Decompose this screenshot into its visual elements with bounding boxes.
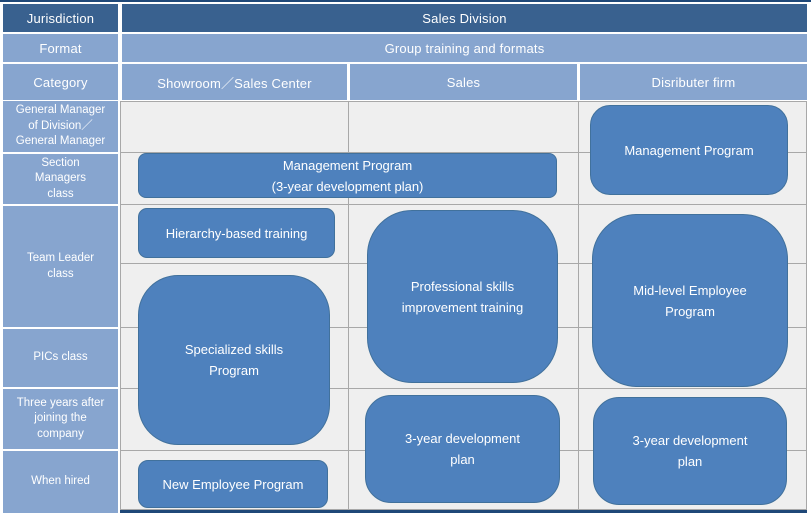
- box-hierarchy-based-training: Hierarchy-based training: [138, 208, 335, 258]
- box-label: Hierarchy-based training: [165, 225, 308, 241]
- box-dev-plan-sales: 3-year development plan: [365, 395, 560, 503]
- grid-line: [120, 509, 807, 510]
- box-label: (3-year development plan): [271, 178, 424, 194]
- row-label-line: class: [47, 267, 74, 280]
- box-management-program-distributor: Management Program: [590, 105, 788, 195]
- row-label-line: General Manager: [15, 135, 106, 148]
- row-label-when-hired: When hired: [3, 451, 118, 513]
- row-label-pics: PICs class: [3, 329, 118, 387]
- row-label-line: joining the: [34, 412, 87, 425]
- grid-line: [120, 101, 121, 510]
- jurisdiction-label: Jurisdiction: [3, 4, 118, 32]
- box-label: Specialized skills: [184, 342, 284, 357]
- row-label-general-manager: General Manager of Division／ General Man…: [3, 101, 118, 152]
- box-label: plan: [677, 454, 703, 469]
- column-header-sales: Sales: [350, 64, 577, 100]
- grid-line: [806, 101, 807, 510]
- box-specialized-skills-program: Specialized skills Program: [138, 275, 330, 445]
- column-header-distributor: Disributer firm: [580, 64, 807, 100]
- row-label-line: When hired: [31, 475, 90, 488]
- grid-line: [120, 152, 807, 153]
- box-professional-skills-training: Professional skills improvement training: [367, 210, 558, 383]
- row-label-line: class: [47, 187, 74, 200]
- row-label-line: Three years after: [16, 396, 105, 409]
- box-management-program-plan: Management Program (3-year development p…: [138, 153, 557, 198]
- row-label-three-years: Three years after joining the company: [3, 389, 118, 449]
- format-value: Group training and formats: [122, 34, 807, 62]
- box-mid-level-employee-program: Mid-level Employee Program: [592, 214, 788, 387]
- box-label: Program: [209, 363, 259, 378]
- box-label: 3-year development: [405, 431, 520, 446]
- row-label-line: Managers: [34, 172, 87, 185]
- division-title: Sales Division: [122, 4, 807, 32]
- box-label: improvement training: [401, 299, 524, 315]
- box-dev-plan-distributor: 3-year development plan: [593, 397, 787, 505]
- box-label: plan: [450, 452, 475, 467]
- row-label-section-managers: Section Managers class: [3, 154, 118, 204]
- box-label: 3-year development: [632, 433, 748, 448]
- top-rule: [0, 0, 811, 2]
- grid-line: [120, 204, 807, 205]
- box-label: Management Program: [282, 157, 413, 173]
- grid-line: [348, 101, 349, 510]
- row-label-line: Section: [41, 156, 80, 169]
- box-new-employee-program: New Employee Program: [138, 460, 328, 508]
- grid-line: [120, 388, 807, 389]
- row-label-line: PICs class: [33, 351, 88, 364]
- grid-line: [120, 101, 807, 102]
- box-label: Program: [665, 303, 715, 319]
- row-label-line: General Manager: [15, 104, 106, 117]
- format-label: Format: [3, 34, 118, 62]
- box-label: New Employee Program: [162, 476, 304, 492]
- column-header-showroom: Showroom／Sales Center: [122, 64, 347, 100]
- row-label-line: Team Leader: [26, 252, 95, 264]
- row-label-team-leader: Team Leader class: [3, 206, 118, 327]
- grid-line: [578, 101, 579, 510]
- box-label: Management Program: [624, 142, 754, 158]
- bottom-rule: [120, 510, 807, 513]
- box-label: Mid-level Employee: [633, 282, 747, 298]
- box-label: Professional skills: [410, 278, 515, 294]
- category-label: Category: [3, 64, 118, 100]
- row-label-line: of Division／: [28, 119, 93, 132]
- row-label-line: company: [37, 427, 84, 440]
